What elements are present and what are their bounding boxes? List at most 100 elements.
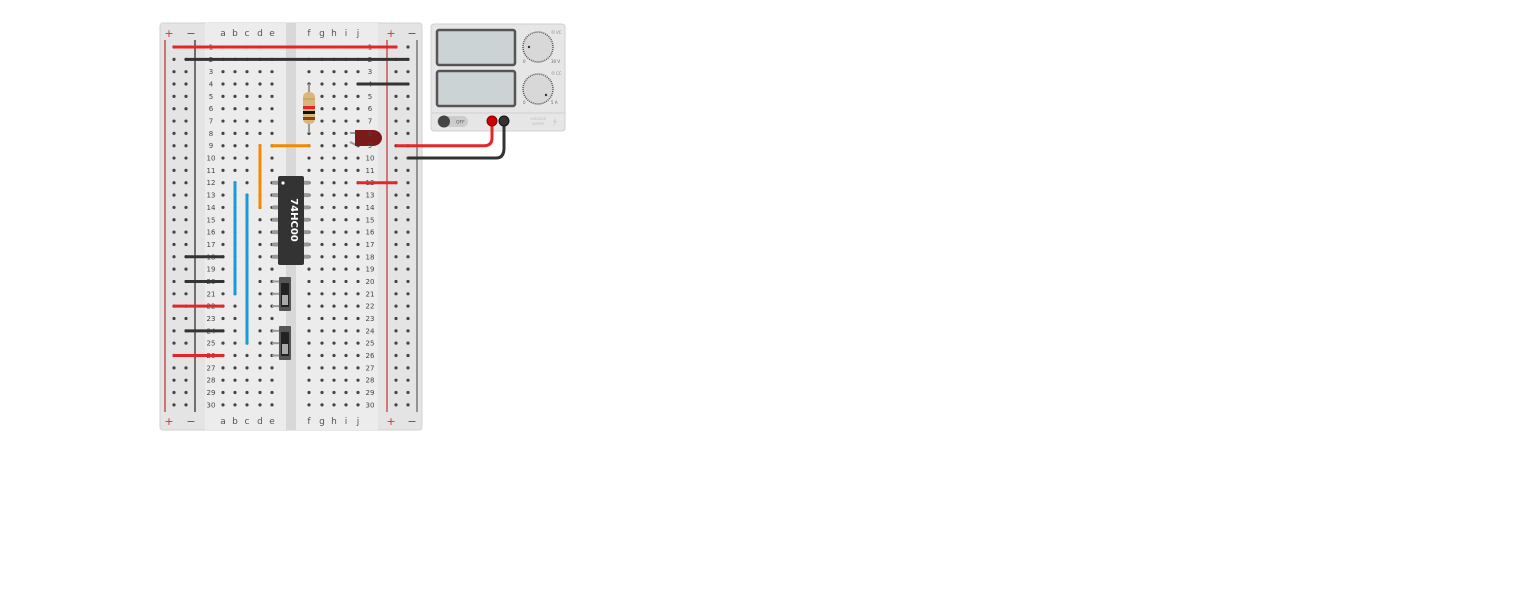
hole[interactable] xyxy=(394,205,398,210)
hole[interactable] xyxy=(270,403,274,407)
hole[interactable] xyxy=(332,403,336,407)
hole[interactable] xyxy=(394,329,398,333)
hole[interactable] xyxy=(270,366,274,370)
hole[interactable] xyxy=(406,378,410,382)
hole[interactable] xyxy=(172,94,176,98)
hole[interactable] xyxy=(233,316,237,321)
hole[interactable] xyxy=(344,144,348,148)
hole[interactable] xyxy=(307,168,311,172)
hole[interactable] xyxy=(344,119,348,123)
hole[interactable] xyxy=(258,316,262,321)
hole[interactable] xyxy=(172,193,176,197)
hole[interactable] xyxy=(258,82,262,86)
hole[interactable] xyxy=(270,82,274,86)
hole[interactable] xyxy=(406,292,410,296)
red-supply-lead[interactable] xyxy=(396,121,494,148)
hole[interactable] xyxy=(270,168,274,172)
hole[interactable] xyxy=(184,341,188,345)
hole[interactable] xyxy=(320,378,324,382)
hole[interactable] xyxy=(332,353,336,358)
hole[interactable] xyxy=(320,304,324,308)
hole[interactable] xyxy=(307,403,311,407)
hole[interactable] xyxy=(332,242,336,247)
hole[interactable] xyxy=(221,218,225,222)
hole[interactable] xyxy=(406,230,410,234)
hole[interactable] xyxy=(394,193,398,197)
hole[interactable] xyxy=(307,70,311,74)
hole[interactable] xyxy=(320,119,324,123)
hole[interactable] xyxy=(406,390,410,395)
hole[interactable] xyxy=(172,292,176,296)
hole[interactable] xyxy=(258,242,262,247)
hole[interactable] xyxy=(172,378,176,382)
hole[interactable] xyxy=(332,366,336,370)
hole[interactable] xyxy=(344,292,348,296)
hole[interactable] xyxy=(233,366,237,370)
hole[interactable] xyxy=(344,267,348,271)
hole[interactable] xyxy=(172,144,176,148)
hole[interactable] xyxy=(356,255,360,259)
hole[interactable] xyxy=(320,230,324,234)
hole[interactable] xyxy=(307,292,311,296)
hole[interactable] xyxy=(320,193,324,197)
hole[interactable] xyxy=(394,218,398,222)
hole[interactable] xyxy=(258,119,262,123)
hole[interactable] xyxy=(344,242,348,247)
hole[interactable] xyxy=(356,156,360,160)
hole[interactable] xyxy=(394,119,398,123)
hole[interactable] xyxy=(245,70,249,74)
hole[interactable] xyxy=(245,168,249,172)
hole[interactable] xyxy=(307,316,311,321)
hole[interactable] xyxy=(406,131,410,135)
hole[interactable] xyxy=(307,378,311,382)
hole[interactable] xyxy=(184,267,188,271)
hole[interactable] xyxy=(332,168,336,172)
hole[interactable] xyxy=(406,255,410,259)
hole[interactable] xyxy=(184,378,188,382)
hole[interactable] xyxy=(406,94,410,98)
hole[interactable] xyxy=(233,304,237,308)
current-knob[interactable] xyxy=(522,73,554,105)
hole[interactable] xyxy=(270,70,274,74)
hole[interactable] xyxy=(394,242,398,247)
hole[interactable] xyxy=(172,329,176,333)
hole[interactable] xyxy=(172,156,176,160)
hole[interactable] xyxy=(406,193,410,197)
hole[interactable] xyxy=(172,57,176,61)
hole[interactable] xyxy=(233,390,237,395)
hole[interactable] xyxy=(245,144,249,148)
hole[interactable] xyxy=(245,366,249,370)
hole[interactable] xyxy=(394,131,398,135)
hole[interactable] xyxy=(394,267,398,271)
hole[interactable] xyxy=(221,181,225,185)
hole[interactable] xyxy=(233,156,237,160)
hole[interactable] xyxy=(221,156,225,160)
hole[interactable] xyxy=(332,390,336,395)
hole[interactable] xyxy=(332,316,336,321)
black-supply-lead[interactable] xyxy=(408,121,506,160)
hole[interactable] xyxy=(258,329,262,333)
hole[interactable] xyxy=(172,390,176,395)
hole[interactable] xyxy=(270,267,274,271)
hole[interactable] xyxy=(406,304,410,308)
hole[interactable] xyxy=(320,218,324,222)
hole[interactable] xyxy=(344,205,348,210)
hole[interactable] xyxy=(320,366,324,370)
hole[interactable] xyxy=(307,304,311,308)
hole[interactable] xyxy=(172,255,176,259)
hole[interactable] xyxy=(233,329,237,333)
hole[interactable] xyxy=(258,292,262,296)
hole[interactable] xyxy=(270,119,274,123)
hole[interactable] xyxy=(221,107,225,111)
hole[interactable] xyxy=(356,378,360,382)
hole[interactable] xyxy=(307,267,311,271)
hole[interactable] xyxy=(332,70,336,74)
hole[interactable] xyxy=(184,131,188,135)
hole[interactable] xyxy=(344,193,348,197)
hole[interactable] xyxy=(258,353,262,358)
hole[interactable] xyxy=(320,156,324,160)
hole[interactable] xyxy=(184,70,188,74)
hole[interactable] xyxy=(406,205,410,210)
hole[interactable] xyxy=(394,168,398,172)
hole[interactable] xyxy=(344,329,348,333)
